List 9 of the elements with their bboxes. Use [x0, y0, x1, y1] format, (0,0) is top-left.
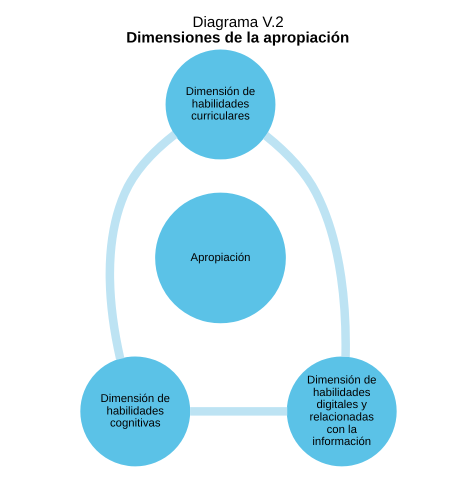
diagram-title: Dimensiones de la apropiación — [126, 29, 349, 46]
node-circle: Dimensión de habilidades cognitivas — [80, 356, 190, 466]
connector — [105, 131, 178, 360]
label: Diagrama V.2 — [192, 14, 284, 32]
node-circle: Dimensión de habilidades curriculares — [165, 50, 275, 160]
node-circle: Apropiación — [154, 192, 286, 324]
connector — [190, 407, 287, 416]
connector — [262, 132, 350, 358]
node-circle: Dimensión de habilidades digitales y relacionadas con la información — [286, 356, 396, 466]
